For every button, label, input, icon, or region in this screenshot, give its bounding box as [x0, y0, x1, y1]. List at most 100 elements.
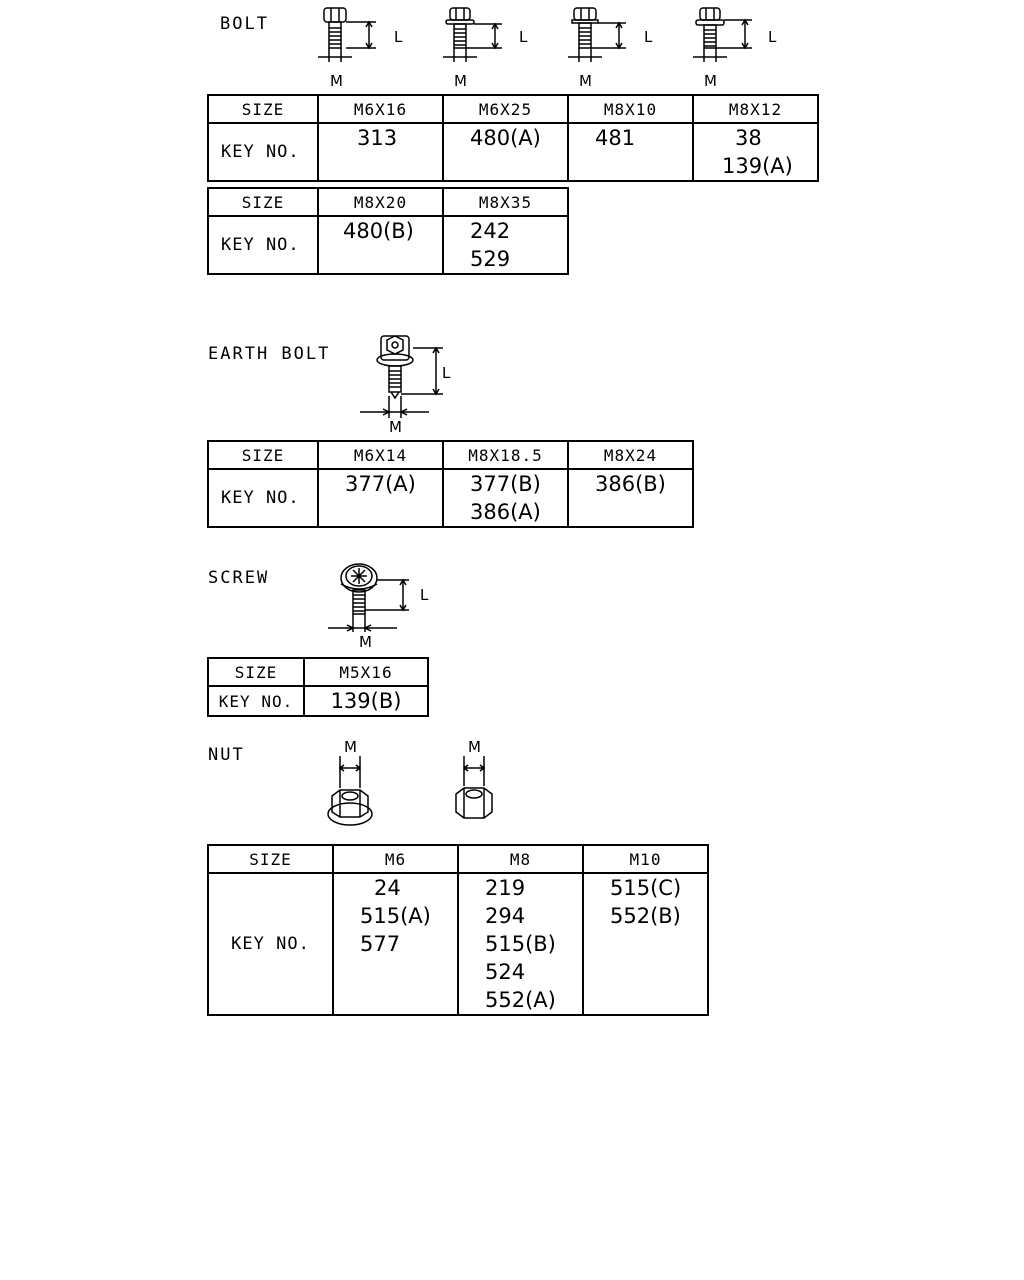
key-cell: 377(B) 386(A): [442, 468, 569, 528]
bolt-4-dim-M: M: [704, 72, 717, 90]
key-no-label: KEY NO.: [207, 468, 319, 528]
key-value: 524: [485, 960, 526, 984]
key-value: 294: [485, 904, 526, 928]
key-cell: 139(B): [303, 685, 429, 717]
key-value: 139(A): [722, 154, 793, 178]
key-cell: 515(C) 552(B): [582, 872, 709, 1016]
table-row: KEY NO. 313 480(A) 481 38 139(A): [207, 122, 819, 182]
hex-nut-icon: [455, 756, 493, 819]
nut-section-label: NUT: [208, 745, 245, 765]
key-value: 377(B): [470, 472, 541, 496]
table-row: KEY NO. 139(B): [207, 685, 429, 717]
key-value: 552(A): [485, 988, 556, 1012]
flange-bolt-icon: [443, 7, 502, 62]
earth-bolt-diagram: L M: [360, 335, 451, 436]
key-value: 313: [357, 126, 398, 150]
bolt-1-dim-M: M: [330, 72, 343, 90]
key-value: 515(C): [610, 876, 682, 900]
key-cell: 242 529: [442, 215, 569, 275]
washer-bolt-icon: [568, 7, 626, 62]
key-value: 377(A): [345, 472, 416, 496]
screw-diagram: L M: [328, 563, 429, 651]
size-cell: M10: [582, 844, 709, 874]
key-cell: 480(A): [442, 122, 569, 182]
key-value: 529: [470, 247, 511, 271]
size-label: SIZE: [207, 94, 319, 124]
size-label: SIZE: [207, 844, 334, 874]
bolt-spec-table-2: SIZE M8X20 M8X35 KEY NO. 480(B) 242 529: [207, 187, 569, 275]
size-label: SIZE: [207, 657, 305, 687]
table-header-row: SIZE M5X16: [207, 657, 429, 687]
flange-nut-icon: [327, 756, 373, 826]
key-no-label: KEY NO.: [207, 122, 319, 182]
key-value: 480(B): [343, 219, 414, 243]
screw-section-label: SCREW: [208, 568, 270, 588]
bolt-2-dim-M: M: [454, 72, 467, 90]
key-value: 24: [374, 876, 401, 900]
table-row: KEY NO. 377(A) 377(B) 386(A) 386(B): [207, 468, 694, 528]
key-value: 515(A): [360, 904, 431, 928]
key-value: 386(B): [595, 472, 666, 496]
table-header-row: SIZE M8X20 M8X35: [207, 187, 569, 217]
size-cell: M6X25: [442, 94, 569, 124]
size-cell: M5X16: [303, 657, 429, 687]
size-cell: M6X14: [317, 440, 444, 470]
earth-bolt-dim-L: L: [442, 364, 451, 382]
key-value: 38: [735, 126, 762, 150]
key-value: 577: [360, 932, 401, 956]
nut-diagrams: M M: [327, 738, 493, 826]
size-cell: M8X20: [317, 187, 444, 217]
bolt-3-dim-M: M: [579, 72, 592, 90]
size-label: SIZE: [207, 440, 319, 470]
size-cell: M8X35: [442, 187, 569, 217]
key-value: 552(B): [610, 904, 681, 928]
key-value: 139(B): [330, 689, 402, 713]
key-no-label: KEY NO.: [207, 685, 305, 717]
bolt-spec-table-1: SIZE M6X16 M6X25 M8X10 M8X12 KEY NO. 313…: [207, 94, 819, 182]
earth-bolt-spec-table: SIZE M6X14 M8X18.5 M8X24 KEY NO. 377(A) …: [207, 440, 694, 528]
hex-bolt-icon: [318, 7, 376, 62]
table-header-row: SIZE M6X14 M8X18.5 M8X24: [207, 440, 694, 470]
key-value: 481: [595, 126, 636, 150]
key-cell: 386(B): [567, 468, 694, 528]
key-value: 386(A): [470, 500, 541, 524]
key-cell: 38 139(A): [692, 122, 819, 182]
earth-bolt-dim-M: M: [389, 418, 402, 436]
key-no-label: KEY NO.: [207, 872, 334, 1016]
size-cell: M8X18.5: [442, 440, 569, 470]
key-cell: 481: [567, 122, 694, 182]
key-cell: 480(B): [317, 215, 444, 275]
key-cell: 24 515(A) 577: [332, 872, 459, 1016]
screw-spec-table: SIZE M5X16 KEY NO. 139(B): [207, 657, 429, 717]
size-cell: M8X12: [692, 94, 819, 124]
table-row: KEY NO. 480(B) 242 529: [207, 215, 569, 275]
bolt-2-dim-L: L: [519, 28, 528, 46]
bolt-4-dim-L: L: [768, 28, 777, 46]
bolt-diagrams: L M L M L M L M: [318, 7, 777, 90]
key-value: 515(B): [485, 932, 556, 956]
flange-washer-bolt-icon: [693, 7, 752, 62]
screw-dim-M: M: [359, 633, 372, 651]
key-cell: 377(A): [317, 468, 444, 528]
size-cell: M8X24: [567, 440, 694, 470]
size-label: SIZE: [207, 187, 319, 217]
screw-icon: [328, 563, 409, 632]
key-value: 480(A): [470, 126, 541, 150]
key-cell: 313: [317, 122, 444, 182]
key-cell: 219 294 515(B) 524 552(A): [457, 872, 584, 1016]
earth-bolt-icon: [360, 335, 443, 418]
bolt-1-dim-L: L: [394, 28, 403, 46]
size-cell: M6: [332, 844, 459, 874]
size-cell: M8X10: [567, 94, 694, 124]
table-header-row: SIZE M6 M8 M10: [207, 844, 709, 874]
size-cell: M6X16: [317, 94, 444, 124]
screw-dim-L: L: [420, 586, 429, 604]
table-header-row: SIZE M6X16 M6X25 M8X10 M8X12: [207, 94, 819, 124]
key-value: 242: [470, 219, 511, 243]
key-no-label: KEY NO.: [207, 215, 319, 275]
nut-2-dim-M: M: [468, 738, 481, 756]
nut-spec-table: SIZE M6 M8 M10 KEY NO. 24 515(A) 577 219…: [207, 844, 709, 1016]
bolt-3-dim-L: L: [644, 28, 653, 46]
table-row: KEY NO. 24 515(A) 577 219 294 515(B) 524…: [207, 872, 709, 1016]
nut-1-dim-M: M: [344, 738, 357, 756]
